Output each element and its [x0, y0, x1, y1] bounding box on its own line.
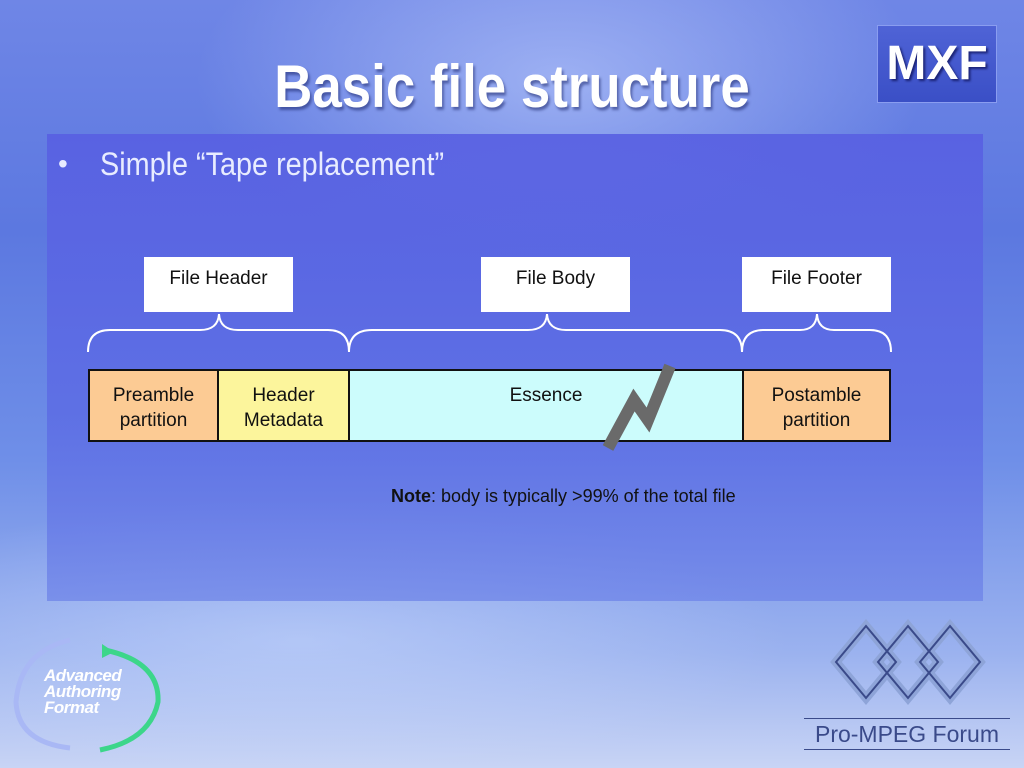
content-panel [47, 134, 983, 601]
footnote-label: Note [391, 486, 431, 506]
brace-header [87, 313, 350, 353]
pro-mpeg-forum-logo: Pro-MPEG Forum [804, 718, 1010, 750]
label-file-body: File Body [481, 257, 630, 312]
aaf-line-3: Format [44, 698, 99, 717]
brace-body [348, 313, 743, 353]
mxf-badge: MXF [877, 25, 997, 103]
segment-postamble: Postamble partition [742, 369, 891, 442]
pro-mpeg-diamond-icon [830, 618, 986, 706]
segment-header-metadata: Header Metadata [217, 369, 350, 442]
aaf-line-1: Advanced [44, 666, 122, 685]
footnote: Note: body is typically >99% of the tota… [391, 486, 736, 507]
footnote-text: : body is typically >99% of the total fi… [431, 486, 736, 506]
aaf-line-2: Authoring [44, 682, 121, 701]
label-file-header: File Header [144, 257, 293, 312]
aaf-logo-icon [13, 637, 161, 753]
segment-essence: Essence [348, 369, 744, 442]
break-marker-icon [602, 363, 676, 451]
brace-footer [741, 313, 892, 353]
segment-preamble: Preamble partition [88, 369, 219, 442]
bullet-icon: • [58, 148, 68, 179]
slide-title: Basic file structure [274, 53, 750, 120]
aaf-logo-text: Advanced Authoring Format [44, 666, 122, 717]
bullet-text: Simple “Tape replacement” [100, 146, 445, 182]
label-file-footer: File Footer [742, 257, 891, 312]
